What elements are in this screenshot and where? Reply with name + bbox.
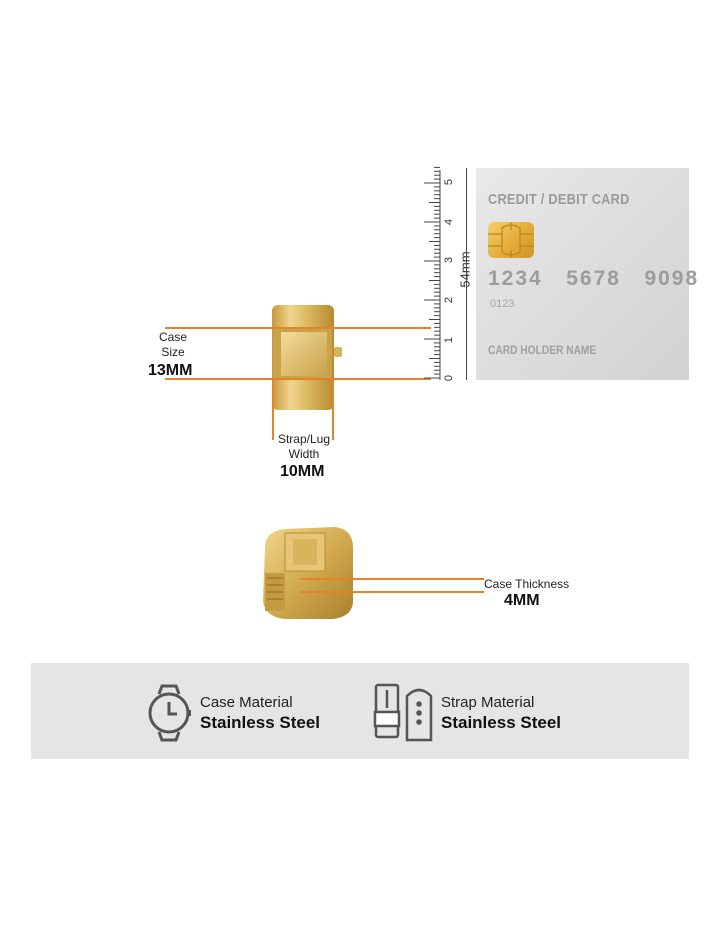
strap-width-label: Strap/Lug Width	[268, 432, 340, 462]
thickness-bottom-line	[300, 591, 484, 593]
ruler-tick-3: 3	[443, 256, 456, 264]
case-material-label: Case Material	[200, 694, 293, 711]
strap-right-line	[332, 380, 334, 440]
ruler-tick-5: 5	[443, 178, 456, 186]
strap-material-value: Stainless Steel	[441, 713, 562, 732]
card-holder-name: CARD HOLDER NAME	[488, 343, 597, 357]
case-size-label-line1: Case	[158, 330, 187, 344]
case-material-value: Stainless Steel	[200, 713, 321, 732]
materials-bar	[31, 663, 689, 759]
case-size-label-line2: Size	[161, 345, 185, 359]
case-thickness-label: Case Thickness	[484, 577, 570, 591]
ruler-tick-4: 4	[443, 218, 456, 226]
strap-width-value: 10MM	[280, 463, 325, 480]
case-thickness-value: 4MM	[504, 592, 540, 609]
card-chip-icon	[488, 222, 534, 258]
watch-side-image	[263, 527, 353, 619]
case-size-top-line	[165, 327, 431, 329]
case-size-label: Case Size	[150, 330, 196, 360]
strap-width-label-line1: Strap/Lug	[277, 432, 331, 446]
strap-left-line	[272, 380, 274, 440]
strap-width-label-line2: Width	[288, 447, 320, 461]
chip-lines-icon	[488, 222, 534, 258]
card-sub-number: 0123	[490, 298, 515, 310]
strap-material-label: Strap Material	[441, 694, 535, 711]
card-number: 1234 5678 9098	[488, 267, 700, 290]
case-size-bottom-line	[165, 378, 431, 380]
ruler-tick-labels: 0 1 2 3 4 5	[443, 166, 458, 384]
strap-icon	[373, 683, 433, 742]
ruler-arrow-line	[466, 168, 467, 380]
ruler-tick-0: 0	[443, 374, 456, 382]
case-size-value: 13MM	[148, 362, 193, 379]
ruler-tick-1: 1	[443, 336, 456, 344]
watch-icon	[148, 684, 191, 742]
thickness-top-line	[300, 578, 484, 580]
ruler	[424, 166, 441, 380]
card-title: CREDIT / DEBIT CARD	[488, 191, 630, 208]
credit-card	[476, 168, 689, 380]
ruler-tick-2: 2	[443, 296, 456, 304]
watch-front-image	[272, 305, 342, 410]
